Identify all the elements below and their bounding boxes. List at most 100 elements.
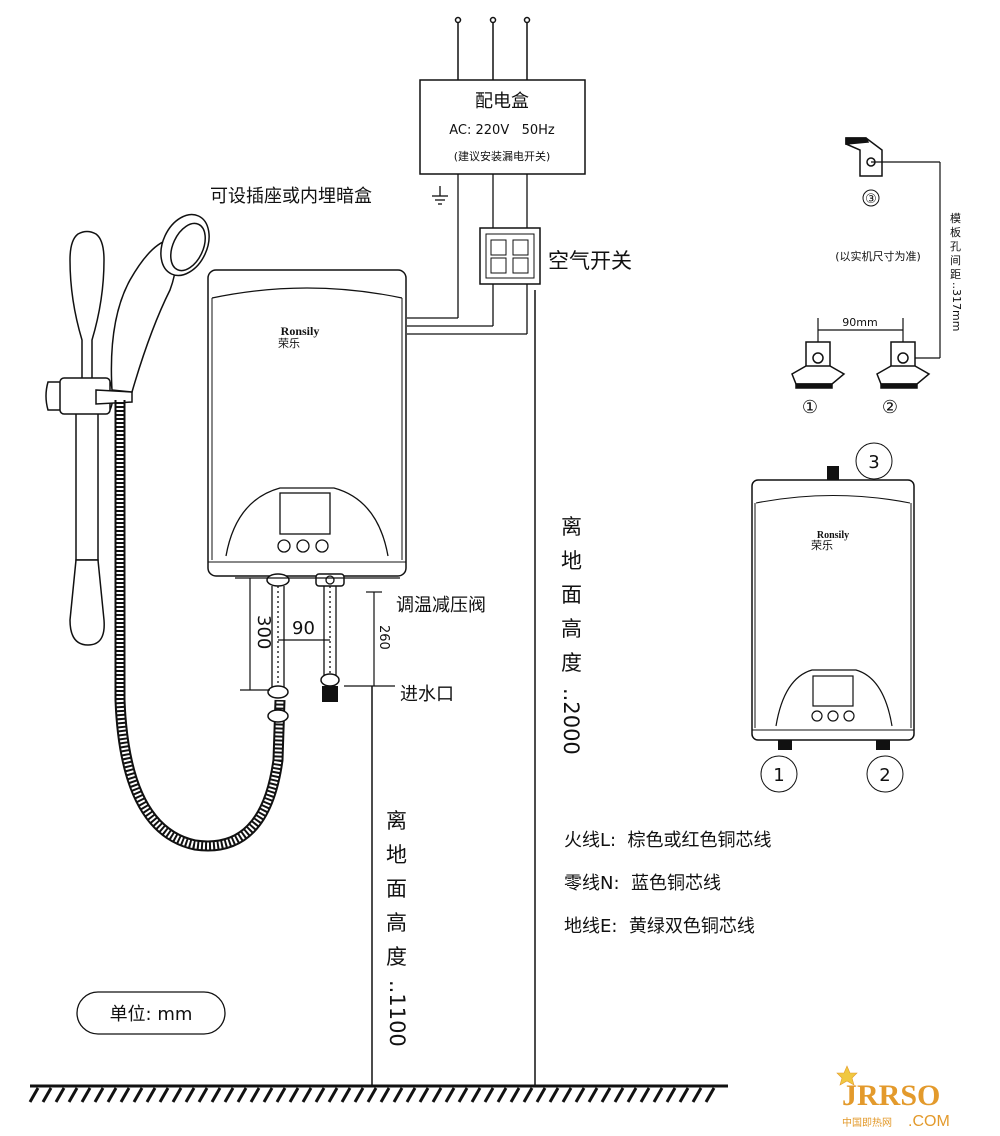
ground-hatch-mark	[262, 1087, 274, 1103]
pipe-dimension-lines	[235, 577, 400, 691]
ground-hatch-mark	[405, 1087, 417, 1103]
ground-hatch-mark	[535, 1087, 547, 1103]
ground-hatch-mark	[548, 1087, 560, 1103]
heater-display	[279, 492, 331, 535]
svg-text:离: 离	[386, 809, 407, 833]
small-heater-mark-1: 1	[773, 765, 784, 786]
wiring-lines	[407, 174, 528, 335]
height-2000-label: 离 地 面 高 度 ..2000	[559, 515, 583, 755]
ground-hatch-mark	[327, 1087, 339, 1103]
ground-hatch-mark	[301, 1087, 313, 1103]
air-switch-label: 空气开关	[548, 249, 632, 273]
bracket-2-label: ②	[882, 397, 898, 418]
ground-hatch-mark	[509, 1087, 521, 1103]
ground-hatch-mark	[171, 1087, 183, 1103]
svg-text:..2000: ..2000	[559, 688, 583, 755]
bracket-1-label: ①	[802, 397, 818, 418]
ground-hatch-mark	[522, 1087, 534, 1103]
heater-button-1	[277, 539, 291, 553]
svg-text:.COM: .COM	[908, 1113, 950, 1130]
svg-text:距: 距	[950, 268, 961, 281]
ground-hatch-mark	[366, 1087, 378, 1103]
distribution-box-spec: AC: 220V 50Hz	[449, 123, 555, 138]
ground-hatch-mark	[340, 1087, 352, 1103]
distribution-box: 配电盒 AC: 220V 50Hz (建议安装漏电开关)	[419, 79, 586, 175]
heater-brand-chinese: 荣乐	[278, 337, 300, 350]
shower-hose	[114, 400, 286, 852]
ground-hatch-mark	[158, 1087, 170, 1103]
ground-hatch-mark	[496, 1087, 508, 1103]
small-heater-mark-2: 2	[879, 765, 890, 786]
ground-hatch-mark	[587, 1087, 599, 1103]
height-lines	[371, 290, 536, 1085]
air-switch	[479, 227, 541, 285]
ground-hatch-mark	[106, 1087, 118, 1103]
inlet-label: 进水口	[400, 684, 454, 705]
shower-head	[110, 213, 210, 393]
svg-text:模: 模	[950, 212, 961, 225]
small-heater-brand-chinese: 荣乐	[811, 539, 833, 552]
svg-text:度: 度	[386, 945, 407, 969]
valve-label: 调温减压阀	[396, 595, 486, 616]
unit-badge: 单位: mm	[76, 991, 226, 1035]
svg-text:地: 地	[561, 549, 582, 573]
svg-text:面: 面	[386, 877, 407, 901]
heater-brand-name: Ronsily	[281, 324, 320, 338]
ground-hatch-mark	[41, 1087, 53, 1103]
socket-label: 可设插座或内埋暗盒	[210, 186, 372, 207]
ground-hatch-mark	[691, 1087, 703, 1103]
pipe-spacing-label: 90	[292, 618, 315, 639]
svg-text:间: 间	[950, 254, 961, 267]
ground-hatch-mark	[561, 1087, 573, 1103]
ground-hatch-mark	[28, 1087, 40, 1103]
shower-rail	[45, 230, 133, 646]
ground-hatch-mark	[80, 1087, 92, 1103]
power-input-lines	[454, 16, 531, 80]
svg-text:面: 面	[561, 583, 582, 607]
ground-hatch-mark	[249, 1087, 261, 1103]
svg-text:地: 地	[386, 843, 407, 867]
water-heater-main: Ronsily 荣乐	[207, 269, 407, 577]
ground-hatch-mark	[639, 1087, 651, 1103]
ground-hatch-mark	[704, 1087, 716, 1103]
svg-text:高: 高	[561, 617, 582, 641]
ground-hatch-mark	[626, 1087, 638, 1103]
svg-text:离: 离	[561, 515, 582, 539]
small-heater-mark-3: 3	[868, 452, 879, 473]
ground-hatch-mark	[54, 1087, 66, 1103]
bracket-spacing-label: 90mm	[842, 316, 877, 329]
water-pipes	[266, 573, 345, 723]
mount-bracket-2	[876, 341, 931, 389]
ground-hatch-mark	[652, 1087, 664, 1103]
ground-floor	[28, 1084, 728, 1103]
ground-hatch-mark	[379, 1087, 391, 1103]
ground-hatch-mark	[119, 1087, 131, 1103]
ground-hatch-mark	[353, 1087, 365, 1103]
water-heater-small: Ronsily 荣乐	[751, 466, 915, 750]
ground-hatch-mark	[613, 1087, 625, 1103]
wiring-neutral: 零线N: 蓝色铜芯线	[564, 873, 721, 894]
ground-hatch-mark	[314, 1087, 326, 1103]
heater-button-3	[315, 539, 329, 553]
ground-hatch-mark	[210, 1087, 222, 1103]
svg-text:JRRSO: JRRSO	[842, 1079, 940, 1112]
ground-hatch-mark	[67, 1087, 79, 1103]
ground-hatch-mark	[600, 1087, 612, 1103]
ground-hatch-mark	[275, 1087, 287, 1103]
ground-hatch-mark	[197, 1087, 209, 1103]
unit-label: 单位: mm	[110, 1004, 193, 1025]
ground-hatch-mark	[223, 1087, 235, 1103]
mount-bracket-3	[845, 137, 883, 207]
distribution-box-note: (建议安装漏电开关)	[454, 149, 551, 163]
svg-text:..1100: ..1100	[385, 980, 409, 1047]
ground-icon	[432, 186, 448, 205]
svg-text:度: 度	[561, 651, 582, 675]
svg-text:孔: 孔	[950, 240, 961, 253]
svg-text:..317mm: ..317mm	[950, 282, 963, 331]
ground-hatch-mark	[678, 1087, 690, 1103]
ground-hatch-mark	[574, 1087, 586, 1103]
small-heater-brand-name: Ronsily	[817, 530, 849, 541]
wiring-live: 火线L: 棕色或红色铜芯线	[564, 830, 772, 851]
mount-spacing-vertical-label: 模 板 孔 间 距 ..317mm	[950, 212, 963, 331]
